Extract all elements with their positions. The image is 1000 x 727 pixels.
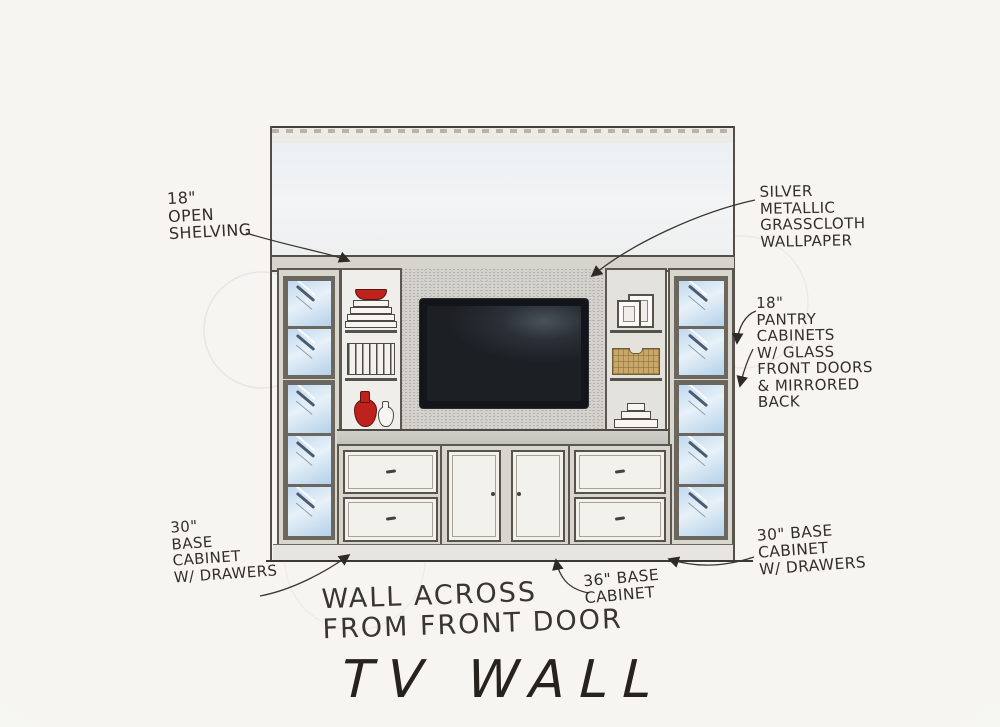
book-bar [347,314,395,321]
right-open-shelving [605,268,667,434]
glass-door-lower [674,380,728,540]
shelf-compartment [345,381,397,430]
picture-frame-front [617,300,641,328]
note-base-cabinet-center: 36" BASE CABINET [582,565,660,608]
right-glass-pantry-cabinet [668,268,734,548]
note-open-shelving: 18" OPEN SHELVING [166,187,253,244]
shelf-compartment [610,272,662,333]
tray-bar [614,419,658,428]
note-wallpaper: SILVER METALLIC GRASSCLOTH WALLPAPER [759,181,866,251]
drawer [343,450,438,494]
drawer [574,450,666,494]
glass-pane [678,435,724,485]
book-bar [353,300,389,307]
tv-screen [427,306,581,401]
tray-bar [627,403,645,411]
note-base-cabinet-left: 30" BASE CABINET W/ DRAWERS [169,516,278,587]
book-bar [345,321,397,328]
glass-pane [678,280,724,327]
glass-door-lower [283,380,335,540]
tray-bar [621,411,651,419]
drawer [574,497,666,542]
page-title: TV WALL [334,650,673,710]
shelf-compartment [610,333,662,381]
red-bowl [355,289,387,300]
red-vase [354,391,377,427]
flat-screen-tv [420,299,588,408]
glass-pane [287,384,331,434]
glass-pane [287,328,331,375]
book-bar [350,307,392,314]
tiered-trays [610,403,662,428]
base-cabinet-right-drawers [568,444,672,548]
white-vase [378,401,394,427]
toe-kick-plinth [273,544,733,561]
floor-line [266,560,753,562]
shelf-compartment [345,272,397,333]
drawer [343,497,438,542]
woven-basket [612,348,660,375]
record-stack [347,343,395,375]
cabinet-door-left [447,450,501,542]
left-open-shelving [340,268,402,434]
note-base-cabinet-right: 30" BASE CABINET W/ DRAWERS [756,521,867,579]
glass-pane [678,486,724,536]
note-pantry-cabinets: 18" PANTRY CABINETS W/ GLASS FRONT DOORS… [755,293,873,411]
shelf-compartment [610,381,662,430]
upper-wall [272,143,734,255]
glass-pane [287,435,331,485]
glass-pane [287,486,331,536]
wall-left-edge [270,126,272,562]
left-glass-pantry-cabinet [277,268,341,548]
base-cabinet-left-drawers [337,444,444,548]
cabinet-door-right [511,450,565,542]
shelf-compartment [345,333,397,381]
drawing-caption: WALL ACROSS FROM FRONT DOOR [321,576,624,645]
glass-pane [287,280,331,327]
base-cabinet-center-doors [440,444,572,548]
glass-pane [678,328,724,375]
glass-door-upper [674,276,728,379]
book-stack [345,289,397,328]
glass-door-upper [283,276,335,379]
glass-pane [678,384,724,434]
